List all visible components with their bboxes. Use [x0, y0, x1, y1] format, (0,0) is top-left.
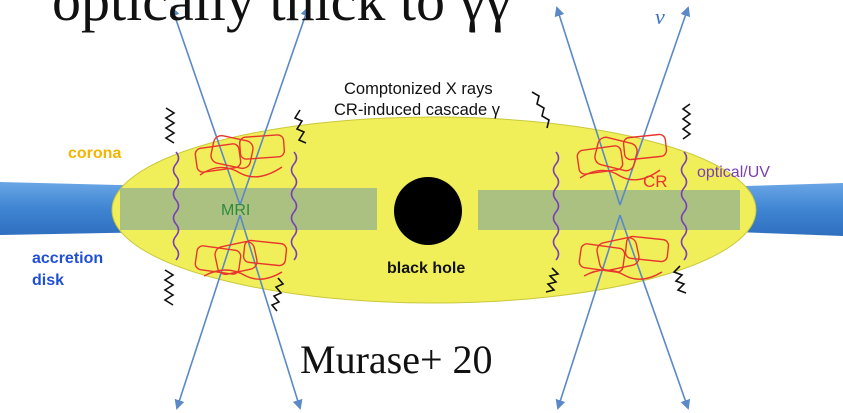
neutrino-arrow-icon [174, 214, 241, 410]
photon-wave-icon [172, 151, 180, 261]
neutrino-arrows [169, 6, 691, 410]
cosmic-ray-tangle-icon [194, 239, 288, 280]
photon-wave-icon [164, 107, 176, 144]
heading-partial: optically thick to γγ [52, 0, 511, 33]
photon-wave-icon [552, 151, 560, 261]
photon-wave-icon [163, 269, 175, 306]
photon-wave-icon [531, 91, 550, 129]
neutrino-arrow-icon [239, 6, 311, 206]
cosmic-ray-tangle-icon [578, 235, 670, 280]
photon-wave-icon [680, 151, 688, 261]
optical-uv-waves [172, 151, 688, 261]
photon-wave-icon [545, 267, 560, 293]
photon-wave-icon [270, 277, 285, 312]
neutrino-label: ν [655, 4, 665, 29]
photon-wave-icon [672, 265, 687, 294]
accretion-disk-label-line2: disk [32, 272, 64, 289]
cosmic-ray-tangle-icon [576, 133, 668, 181]
mri-band-right [478, 190, 740, 230]
neutrino-arrow-icon [554, 6, 621, 206]
photon-wave-icon [293, 109, 307, 144]
neutrino-arrow-icon [619, 214, 691, 410]
citation-label: Murase+ 20 [300, 337, 493, 382]
photon-wave-icon [681, 103, 692, 140]
mri-band-left [120, 188, 377, 230]
neutrino-arrow-icon [169, 6, 241, 206]
neutrino-arrow-icon [239, 214, 303, 410]
mri-label: MRI [221, 202, 250, 219]
optical-uv-label: optical/UV [697, 164, 770, 181]
photon-wave-icon [290, 151, 298, 261]
black-hole-label: black hole [387, 260, 465, 277]
xray-photons [163, 91, 692, 312]
comptonized-xrays-label: Comptonized X rays [344, 80, 493, 98]
neutrino-arrow-icon [619, 6, 691, 206]
cr-label: CR [643, 172, 668, 191]
cosmic-ray-tangle-icon [194, 134, 286, 178]
cosmic-rays [194, 133, 670, 280]
accretion-disk-label-line1: accretion [32, 250, 103, 267]
corona-label: corona [68, 145, 121, 162]
black-hole-icon [394, 177, 462, 245]
cascade-gamma-label: CR-induced cascade γ [334, 101, 501, 119]
